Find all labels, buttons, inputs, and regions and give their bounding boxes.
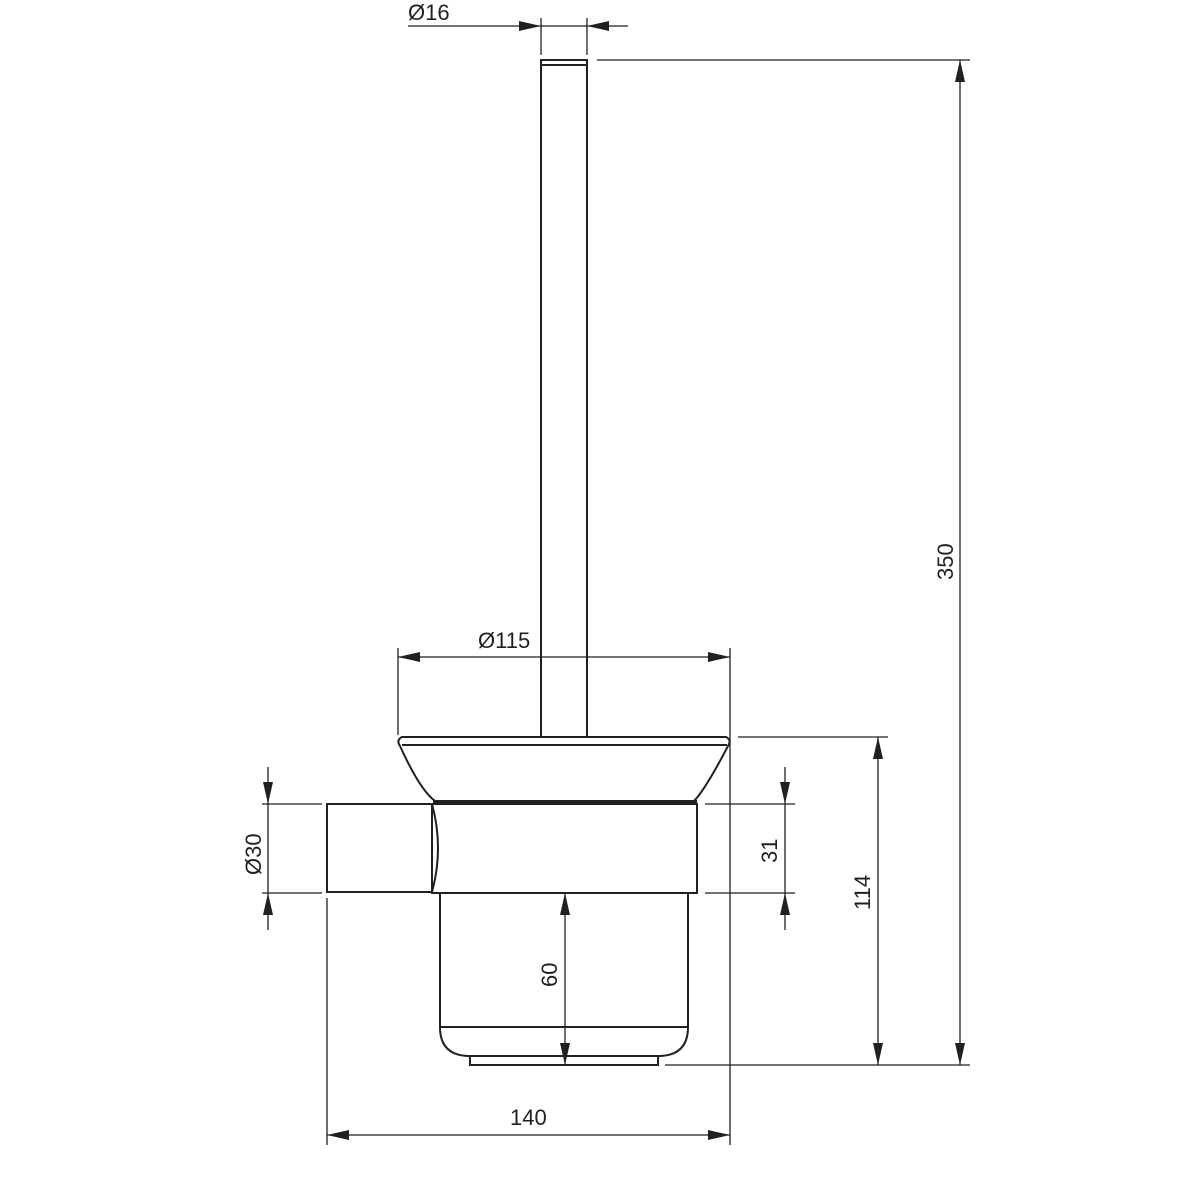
dimension-handle-diameter: Ø16: [408, 0, 628, 31]
cup: [439, 893, 689, 1057]
dim-label-holder-height: 114: [850, 875, 875, 910]
dimension-cup-depth: 60: [537, 893, 570, 1065]
dimension-arm-diameter: Ø30: [241, 767, 273, 930]
dimension-total-height: 350: [933, 60, 965, 1065]
bowl-lid: [397, 736, 731, 802]
wall-arm: [326, 803, 439, 893]
dim-label-total-depth: 140: [510, 1105, 547, 1130]
dimension-total-depth: 140: [327, 1105, 730, 1140]
dimension-holder-height: 114: [850, 737, 883, 1065]
extension-lines: [262, 18, 970, 1145]
brush-handle: [540, 59, 588, 738]
dim-label-total-height: 350: [933, 543, 958, 580]
dim-label-handle-diameter: Ø16: [408, 0, 450, 25]
ring-band: [433, 800, 697, 804]
dimension-band-height: 31: [757, 767, 790, 930]
dim-label-cup-depth: 60: [537, 963, 562, 987]
dimension-bowl-diameter: Ø115: [398, 628, 730, 662]
dim-label-band-height: 31: [757, 839, 782, 863]
product-outline: [326, 59, 731, 1066]
cup-foot: [469, 1056, 659, 1066]
dim-label-bowl-diameter: Ø115: [478, 628, 530, 653]
band: [431, 803, 698, 894]
dim-label-arm-diameter: Ø30: [241, 833, 266, 875]
